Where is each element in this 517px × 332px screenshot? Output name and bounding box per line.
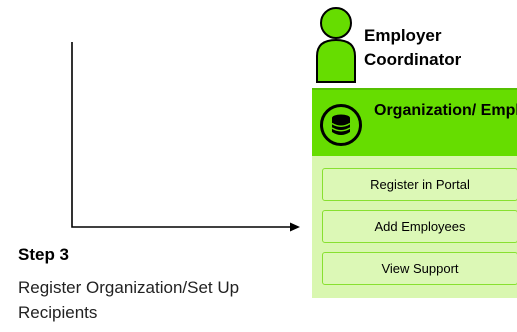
database-icon (320, 104, 362, 146)
portal-header: Organization/ Employer Portal (312, 88, 517, 156)
add-employees-button[interactable]: Add Employees (322, 210, 517, 243)
register-in-portal-button[interactable]: Register in Portal (322, 168, 517, 201)
view-support-button[interactable]: View Support (322, 252, 517, 285)
portal-panel: Organization/ Employer Portal Register i… (312, 88, 517, 298)
role-label: Employer Coordinator (364, 26, 462, 69)
step-title: Step 3 (18, 245, 70, 264)
portal-title: Organization/ Employer Portal (374, 102, 517, 119)
person-icon (316, 7, 356, 83)
step-description: Register Organization/Set Up Recipients (18, 278, 240, 322)
